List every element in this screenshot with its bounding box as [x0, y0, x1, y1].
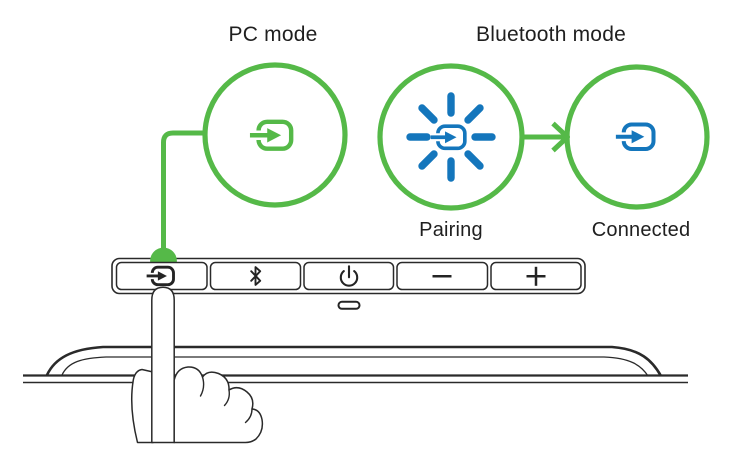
curled-fingers — [173, 366, 264, 444]
callout-line — [161, 130, 205, 254]
bluetooth-connected-indicator — [564, 64, 710, 210]
pc-mode-circle — [202, 62, 348, 208]
connected-circle — [564, 64, 710, 210]
bluetooth-pairing-indicator — [377, 63, 525, 211]
soundbar-body-inner — [61, 356, 649, 377]
source-icon — [250, 122, 291, 149]
bluetooth-mode-label: Bluetooth mode — [476, 23, 626, 46]
soundbar — [23, 345, 688, 384]
finger-crease — [244, 408, 253, 424]
hand — [130, 286, 264, 444]
pressing-finger — [151, 286, 175, 444]
pc-mode-label: PC mode — [228, 23, 318, 46]
pc-mode-indicator — [202, 62, 348, 208]
blink-rays — [406, 92, 496, 182]
pairing-circle — [377, 63, 525, 211]
finger-crease — [199, 376, 205, 397]
power-icon — [339, 265, 359, 287]
source-button[interactable] — [115, 261, 208, 291]
source-icon — [616, 125, 654, 150]
volume-down-button[interactable] — [396, 261, 489, 291]
soundbar-body-outer — [45, 345, 663, 377]
finger-crease — [223, 389, 230, 407]
control-strip — [111, 247, 586, 295]
power-button[interactable] — [303, 261, 395, 291]
led-indicator — [337, 300, 361, 310]
volume-up-button[interactable] — [490, 261, 582, 291]
pairing-label: Pairing — [419, 219, 483, 241]
mode-transition-arrow — [523, 121, 570, 153]
connected-label: Connected — [591, 219, 691, 241]
plus-icon — [526, 266, 546, 286]
thumb — [130, 368, 154, 444]
source-icon — [430, 124, 467, 151]
bluetooth-icon — [250, 266, 262, 286]
bluetooth-button[interactable] — [209, 261, 302, 291]
